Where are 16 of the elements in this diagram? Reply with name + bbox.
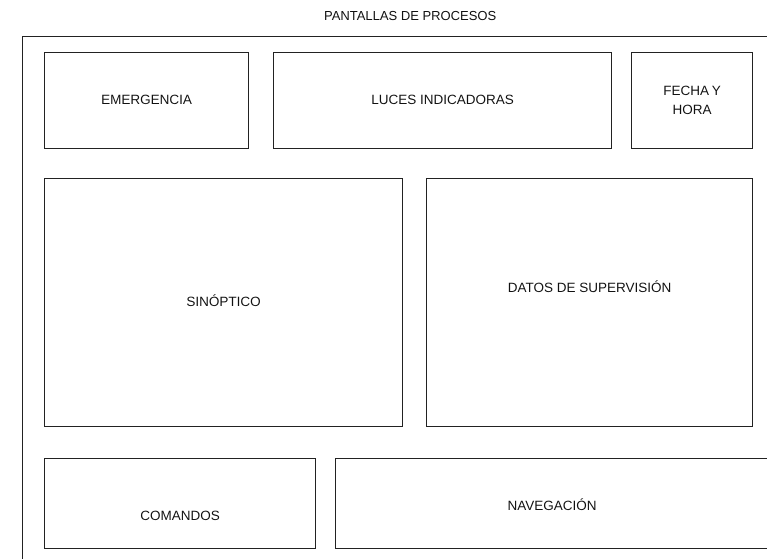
diagram-title: PANTALLAS DE PROCESOS	[324, 8, 496, 23]
screen-section-box	[273, 52, 612, 149]
section-label: NAVEGACIÓN	[507, 497, 596, 515]
section-label: COMANDOS	[140, 507, 220, 525]
screen-section-box	[631, 52, 753, 149]
section-label: DATOS DE SUPERVISIÓN	[508, 279, 672, 297]
screen-section-box	[44, 458, 316, 549]
screen-section-box	[44, 178, 403, 427]
section-label: EMERGENCIA	[101, 91, 192, 110]
screen-frame	[22, 36, 767, 559]
screen-section-box	[426, 178, 753, 427]
screen-section-box	[44, 52, 249, 149]
screen-section-box	[335, 458, 767, 549]
section-label: FECHA Y HORA	[662, 82, 722, 118]
section-label: LUCES INDICADORAS	[371, 91, 514, 110]
section-label: SINÓPTICO	[186, 293, 261, 312]
